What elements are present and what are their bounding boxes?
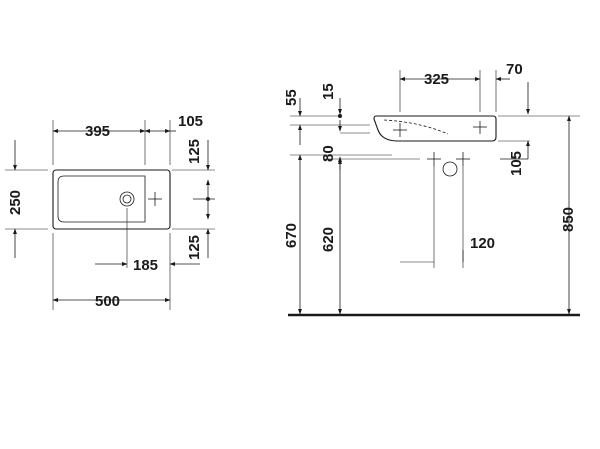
dim-185-label: 185 <box>133 257 158 274</box>
basin-side-bowl <box>383 119 449 135</box>
dim-15-label: 15 <box>320 83 337 100</box>
drain-outer <box>119 191 135 207</box>
dim-325-label: 325 <box>424 71 449 88</box>
dim-120-label: 120 <box>470 235 495 252</box>
side-view-extension-lines <box>290 70 580 268</box>
dim-500-label: 500 <box>95 293 120 310</box>
basin-side-outline <box>373 115 497 142</box>
side-view: 55 15 325 70 80 105 670 620 120 850 <box>283 61 580 317</box>
dim-670-label: 670 <box>283 223 300 248</box>
dim-55-label: 55 <box>283 89 300 106</box>
dim-395-label: 395 <box>85 123 110 140</box>
drain-inner <box>122 194 132 204</box>
dim-125-top-label: 125 <box>186 139 203 164</box>
side-reference-point <box>338 114 342 118</box>
dim-105-label: 105 <box>178 113 203 130</box>
tap-hole-crosshair <box>148 192 215 206</box>
dim-620-label: 620 <box>320 227 337 252</box>
basin-top-bowl <box>57 175 146 223</box>
dim-250-label: 250 <box>7 190 24 215</box>
waste-fittings <box>427 152 470 177</box>
dim-125-bottom-label: 125 <box>186 235 203 260</box>
top-view: 395 105 125 250 125 185 500 <box>5 113 215 310</box>
dim-850-label: 850 <box>560 207 577 232</box>
dim-105-side-label: 105 <box>508 151 525 176</box>
dim-70-label: 70 <box>506 61 523 78</box>
basin-top-outline <box>52 169 171 230</box>
dim-80-label: 80 <box>320 145 337 162</box>
